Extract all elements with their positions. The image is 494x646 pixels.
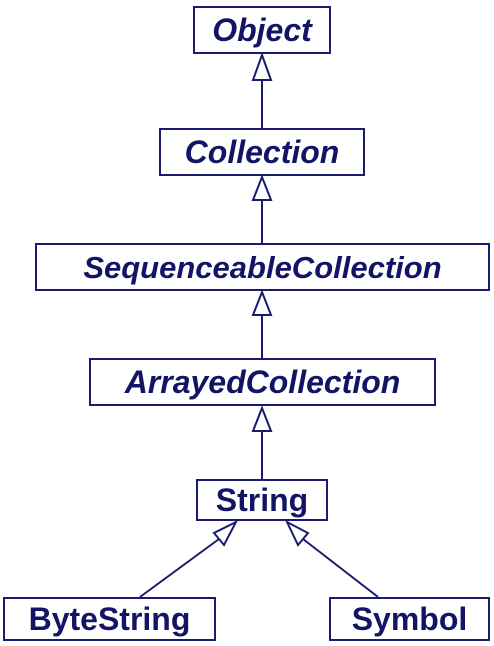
class-label-arrayed-collection: ArrayedCollection <box>124 364 401 400</box>
edge-symbol-to-string <box>302 538 379 598</box>
class-label-bytestring: ByteString <box>28 601 191 637</box>
class-box-string: String <box>196 479 328 521</box>
class-box-object: Object <box>193 6 331 54</box>
class-box-bytestring: ByteString <box>3 597 216 641</box>
inheritance-arrowhead-collection <box>251 174 273 201</box>
class-box-collection: Collection <box>159 128 365 176</box>
class-box-arrayed-collection: ArrayedCollection <box>89 358 436 406</box>
inheritance-arrowhead-string-right <box>284 519 310 547</box>
inheritance-arrowhead-arrayed <box>251 405 273 432</box>
inheritance-arrowhead-string-left <box>212 519 239 547</box>
class-label-symbol: Symbol <box>351 601 468 637</box>
edge-bytestring-to-string <box>139 538 220 598</box>
inheritance-arrowhead-object <box>251 52 273 81</box>
class-label-collection: Collection <box>184 134 340 170</box>
class-box-symbol: Symbol <box>329 597 490 641</box>
class-label-object: Object <box>212 12 312 48</box>
class-box-sequenceable-collection: SequenceableCollection <box>35 243 490 291</box>
class-label-sequenceable-collection: SequenceableCollection <box>83 249 442 285</box>
inheritance-arrowhead-sequenceable <box>251 289 273 316</box>
class-label-string: String <box>215 482 309 518</box>
